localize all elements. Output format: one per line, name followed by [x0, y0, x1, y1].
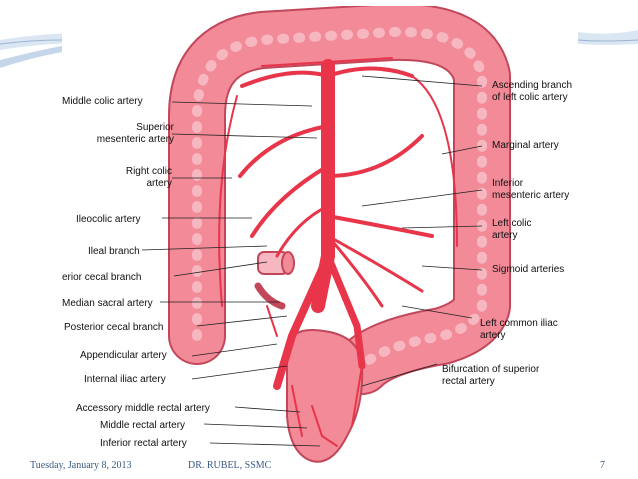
appendix: [254, 282, 286, 310]
label-ascending-branch-line1: Ascending branch: [492, 80, 573, 91]
label-marginal-artery: Marginal artery: [492, 140, 559, 151]
label-ileocolic-artery: Ileocolic artery: [76, 214, 141, 225]
label-left-colic-line2: artery: [492, 230, 518, 241]
label-superior-mesenteric-line2: mesenteric artery: [96, 134, 174, 145]
label-accessory-middle-rectal-artery: Accessory middle rectal artery: [76, 403, 210, 414]
label-anterior-cecal-branch: erior cecal branch: [62, 272, 142, 283]
leader-lines: [141, 75, 483, 447]
label-right-colic-line2: artery: [146, 178, 172, 189]
ileum-lumen: [281, 251, 295, 275]
colon-arteries-illustration: [141, 6, 511, 463]
label-inferior-rectal-artery: Inferior rectal artery: [100, 438, 187, 449]
page-number: 7: [600, 460, 605, 471]
label-middle-colic-artery: Middle colic artery: [62, 96, 143, 107]
label-sigmoid-arteries: Sigmoid arteries: [492, 264, 565, 275]
footer-date: Tuesday, January 8, 2013: [30, 460, 132, 471]
label-inferior-mesenteric-line2: mesenteric artery: [492, 190, 570, 201]
label-middle-rectal-artery: Middle rectal artery: [100, 420, 186, 431]
top-right-swoosh-2: [577, 39, 638, 42]
label-right-colic-line1: Right colic: [125, 166, 172, 177]
footer-author: DR. RUBEL, SSMC: [188, 460, 272, 471]
top-left-swoosh-2: [0, 46, 62, 68]
label-posterior-cecal-branch: Posterior cecal branch: [64, 322, 164, 333]
label-ascending-branch-line2: of left colic artery: [492, 92, 568, 103]
label-ileal-branch: Ileal branch: [88, 246, 140, 257]
label-internal-iliac-artery: Internal iliac artery: [84, 374, 166, 385]
colon: [168, 6, 511, 395]
diagram-panel: Middle colic artery Superior mesenteric …: [62, 6, 578, 474]
label-bifurcation-line1: Bifurcation of superior: [442, 364, 540, 375]
label-bifurcation-line2: rectal artery: [442, 376, 495, 387]
label-median-sacral-artery: Median sacral artery: [62, 298, 153, 309]
label-superior-mesenteric-line1: Superior: [136, 122, 174, 133]
label-left-common-iliac-line1: Left common iliac: [480, 318, 558, 329]
label-left-common-iliac-line2: artery: [480, 330, 506, 341]
rectum: [286, 329, 364, 463]
label-inferior-mesenteric-line1: Inferior: [492, 178, 524, 189]
label-left-colic-line1: Left colic: [492, 218, 532, 229]
label-appendicular-artery: Appendicular artery: [80, 350, 167, 361]
